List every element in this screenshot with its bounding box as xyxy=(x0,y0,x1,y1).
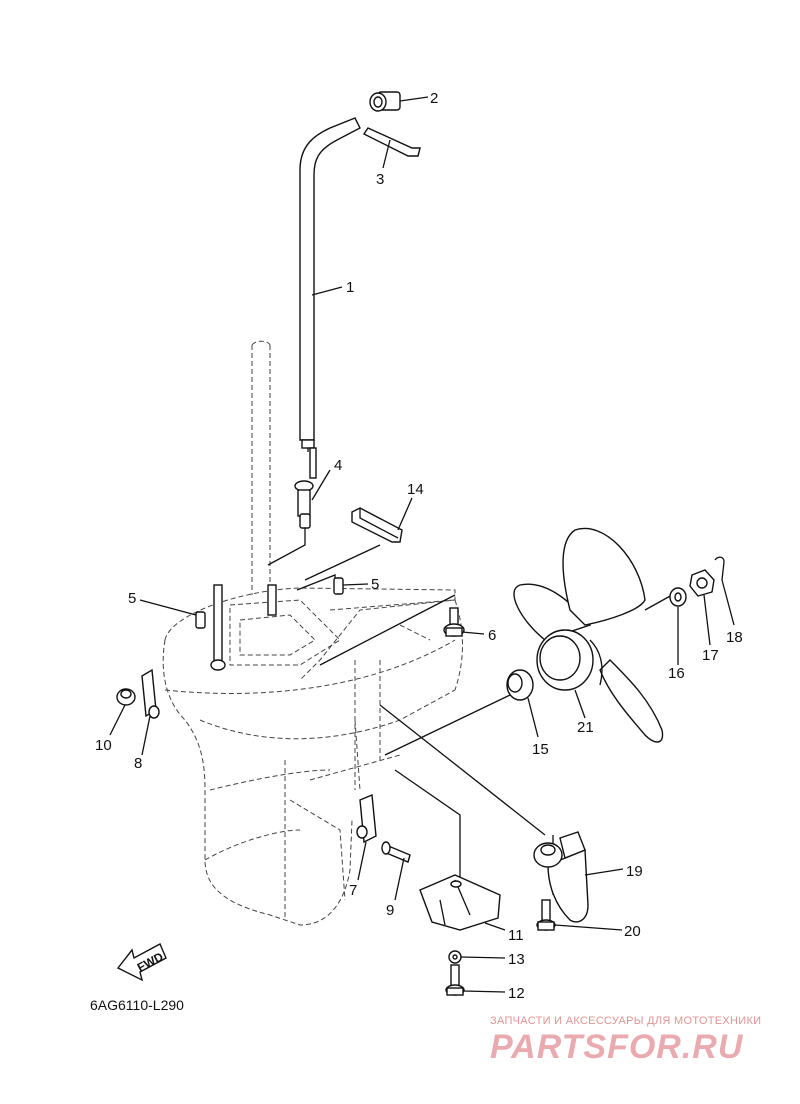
watermark: ЗАПЧАСТИ И АКСЕССУАРЫ ДЛЯ МОТОТЕХНИКИ PA… xyxy=(490,1015,761,1066)
label-part-13: 13 xyxy=(508,951,525,968)
label-part-2: 2 xyxy=(430,90,438,107)
label-part-11: 11 xyxy=(508,927,524,944)
label-part-16: 16 xyxy=(668,665,685,682)
washer-part-16 xyxy=(669,587,687,607)
spacer-part-15 xyxy=(506,669,534,701)
water-pipe-part-1 xyxy=(299,117,361,452)
label-part-18: 18 xyxy=(726,629,743,646)
bracket-part-7 xyxy=(356,793,377,844)
label-part-4: 4 xyxy=(334,457,342,474)
watermark-tagline: ЗАПЧАСТИ И АКСЕССУАРЫ ДЛЯ МОТОТЕХНИКИ xyxy=(490,1015,761,1027)
label-part-3: 3 xyxy=(376,171,384,188)
leader-lines xyxy=(109,96,735,993)
label-part-21: 21 xyxy=(577,719,594,736)
clip-part-3 xyxy=(362,127,421,157)
label-part-20: 20 xyxy=(624,923,641,940)
label-part-7: 7 xyxy=(349,882,357,899)
bolt-part-20 xyxy=(536,899,556,931)
label-part-10: 10 xyxy=(95,737,112,754)
pipe-fitting-part-4 xyxy=(294,447,317,529)
label-part-17: 17 xyxy=(702,647,719,664)
seal-part-14 xyxy=(351,507,403,543)
studs xyxy=(210,584,277,671)
diagram-code: 6AG6110-L290 xyxy=(90,997,184,1013)
label-part-12: 12 xyxy=(508,985,525,1002)
lower-unit-housing xyxy=(162,340,463,926)
screw-part-9 xyxy=(381,841,411,863)
label-part-19: 19 xyxy=(626,863,643,880)
bolt-part-12 xyxy=(445,964,465,996)
label-part-6: 6 xyxy=(488,627,496,644)
forward-arrow-icon: FWD xyxy=(116,943,167,982)
nut-part-10 xyxy=(116,688,136,706)
bracket-part-8 xyxy=(141,668,160,719)
washer-part-13 xyxy=(448,950,462,964)
label-part-15: 15 xyxy=(532,741,549,758)
label-part-5b: 5 xyxy=(371,576,379,593)
anode-part-11 xyxy=(419,874,501,931)
cotter-pin-part-18 xyxy=(714,556,725,581)
bolt-part-6 xyxy=(443,607,465,637)
label-part-8: 8 xyxy=(134,755,142,772)
trim-tab-part-19 xyxy=(533,831,589,923)
part-labels: 1 2 3 4 5 5 6 7 8 9 10 11 12 13 14 15 16… xyxy=(95,90,743,1002)
label-part-9: 9 xyxy=(386,902,394,919)
dowel-pin-part-5a xyxy=(195,611,206,629)
label-part-14: 14 xyxy=(407,481,424,498)
watermark-brand: PARTSFOR.RU xyxy=(490,1028,744,1066)
grommet-part-2 xyxy=(369,91,401,112)
dowel-pin-part-5b xyxy=(333,577,344,595)
label-part-5a: 5 xyxy=(128,590,136,607)
propeller-part-21 xyxy=(513,527,664,743)
label-part-1: 1 xyxy=(346,279,354,296)
nut-part-17 xyxy=(689,569,715,597)
